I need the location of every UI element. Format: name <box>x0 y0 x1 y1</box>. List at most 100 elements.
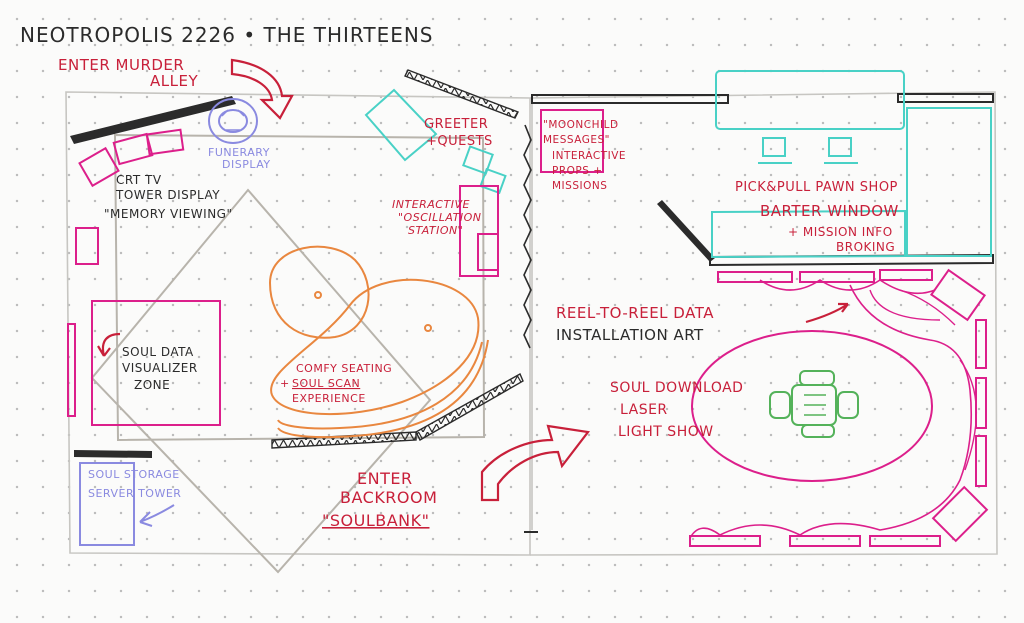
moonchild-label-4: PROPS + <box>552 165 603 177</box>
pawn-monitor-2 <box>828 137 852 157</box>
wall-top-right-right <box>897 93 994 103</box>
right-room-outline <box>529 91 998 556</box>
backroom-label: ENTER <box>357 469 413 488</box>
crt-label-3: "MEMORY VIEWING" <box>104 207 233 221</box>
pawn-side-unit <box>906 107 992 257</box>
soul-data-arrow <box>97 332 121 357</box>
backroom-label-3: "SOULBANK" <box>322 511 429 530</box>
oscillation-label-3: STATION" <box>408 224 463 237</box>
reel-box-5 <box>689 535 761 547</box>
soul-data-visualizer <box>91 300 221 426</box>
comfy-label-plus: + <box>280 377 290 390</box>
purple-items <box>79 98 258 546</box>
moonchild-label-3: INTERACTIVE <box>552 150 626 162</box>
crt-tower-2 <box>112 132 154 166</box>
pawn-label: PICK&PULL PAWN SHOP <box>735 180 898 195</box>
greeter-label: GREETER <box>424 117 488 132</box>
seating-circle <box>268 245 370 339</box>
funerary-label: FUNERARY <box>208 146 270 159</box>
zigzag-bottom-diag <box>415 373 524 441</box>
zigzag-vertical <box>523 124 532 349</box>
laser-label: SOUL DOWNLOAD <box>610 380 743 396</box>
reel-tape-loops-2 <box>869 289 978 471</box>
projector-right <box>837 391 859 419</box>
oscillation-inner <box>477 233 499 271</box>
moonchild-label: "MOONCHILD <box>543 119 619 131</box>
soul-data-label-3: ZONE <box>134 378 170 392</box>
wall-pawn-diag <box>657 200 715 262</box>
moonchild-label-5: MISSIONS <box>552 180 607 192</box>
comfy-label-3: EXPERIENCE <box>292 392 366 405</box>
backroom-arrow <box>480 424 591 502</box>
moonchild-label-2: MESSAGES" <box>543 134 610 146</box>
reel-arrow <box>805 302 849 324</box>
funerary-display-marks <box>221 109 245 131</box>
walls <box>70 69 994 458</box>
teal-furniture <box>364 70 992 259</box>
reel-box-side-3 <box>975 435 987 487</box>
soul-storage-tower <box>79 462 135 546</box>
pawn-label-4: BROKING <box>836 240 895 254</box>
comfy-label: COMFY SEATING <box>296 362 392 375</box>
seating-curve-2 <box>277 339 489 439</box>
greeter-stool-2 <box>479 167 507 195</box>
crt-label-2: TOWER DISPLAY <box>115 188 220 202</box>
funerary-display <box>208 98 258 144</box>
pawn-label-2: BARTER WINDOW <box>760 202 899 220</box>
reel-box-2 <box>799 271 875 283</box>
enter-murder-alley-label: ENTER MURDER <box>58 56 184 74</box>
greeter-label-2: +QUESTS <box>426 134 493 149</box>
laser-label-2: LASER <box>620 402 668 418</box>
reel-box-side-1 <box>975 319 987 369</box>
projector-detail <box>804 394 826 416</box>
left-wall-display <box>67 323 76 417</box>
labels: NEOTROPOLIS 2226 • THE THIRTEENS ENTER M… <box>20 23 899 530</box>
pawn-monitor-1 <box>762 137 786 157</box>
reel-box-7 <box>869 535 941 547</box>
projector-bottom <box>801 424 835 438</box>
seating-curve-1 <box>277 341 483 430</box>
crt-tower-4 <box>75 227 99 265</box>
pawn-barter-window <box>711 209 906 259</box>
seating-teardrop <box>270 278 480 416</box>
reel-box-1 <box>717 271 793 283</box>
soul-data-label: SOUL DATA <box>122 345 194 359</box>
storage-arrow <box>139 504 175 527</box>
storage-label-2: SERVER TOWER <box>88 487 181 500</box>
stage-rect <box>113 133 486 442</box>
projector-left <box>769 391 791 419</box>
greeter-stool-1 <box>462 145 494 175</box>
enter-murder-alley-label-2: ALLEY <box>150 72 198 90</box>
laser-label-3: LIGHT SHOW <box>618 424 714 440</box>
reel-box-3 <box>879 269 933 281</box>
zigzag-top <box>404 69 519 119</box>
main-stage-outline <box>90 133 486 574</box>
laser-projector <box>769 370 859 438</box>
funerary-display-inner <box>218 109 248 133</box>
oscillation-label-2: "OSCILLATION <box>398 211 481 224</box>
funerary-label-2: DISPLAY <box>222 158 271 171</box>
oscillation-station <box>459 185 499 277</box>
crt-label: CRT TV <box>116 173 162 187</box>
seating-dot-1 <box>314 291 322 299</box>
pawn-counter-top <box>715 70 905 130</box>
reel-box-side-2 <box>975 377 987 429</box>
wall-top-right-left <box>531 94 729 104</box>
moonchild-props <box>540 109 604 173</box>
pawn-label-3: + MISSION INFO <box>788 225 893 239</box>
backroom-label-2: BACKROOM <box>340 488 437 507</box>
murder-alley-arrow <box>230 58 294 120</box>
room-outlines <box>65 91 998 556</box>
reel-label-2: INSTALLATION ART <box>556 326 704 344</box>
wall-left-top <box>70 96 236 144</box>
laser-light-circle <box>691 330 933 482</box>
left-room-outline <box>65 91 531 556</box>
orange-seating <box>268 245 489 439</box>
reel-box-6 <box>789 535 861 547</box>
reel-box-4 <box>929 268 987 322</box>
diamond-floor <box>90 188 432 574</box>
soul-data-label-2: VISUALIZER <box>122 361 198 375</box>
reel-tape-loops <box>689 279 973 539</box>
